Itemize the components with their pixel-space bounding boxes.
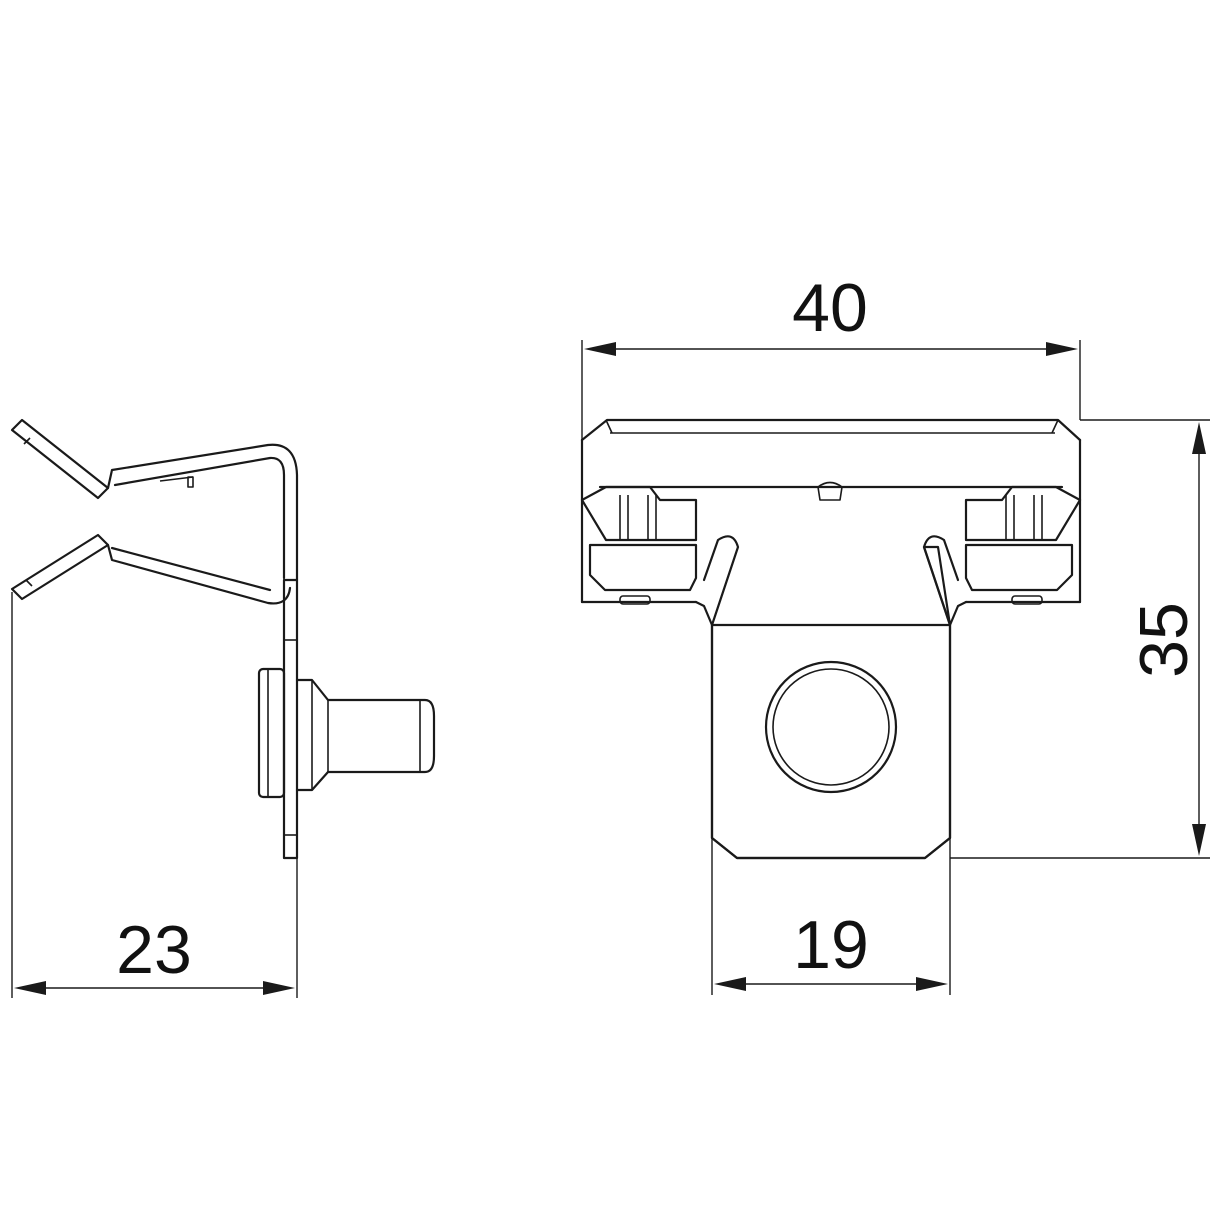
upper-arm: [106, 443, 299, 582]
stud-side: [257, 667, 436, 799]
dimension-front-height-label: 35: [1126, 602, 1202, 678]
front-view: [580, 340, 1210, 995]
dimension-front-width: [581, 340, 1081, 440]
dimension-plate-width: [711, 838, 951, 995]
lower-jaw-tip: [10, 533, 110, 601]
right-clip-block: [964, 485, 1082, 605]
side-view: [10, 418, 436, 998]
upper-jaw-tip: [10, 418, 110, 500]
dimension-side-depth: [11, 592, 298, 998]
back-plate: [282, 578, 299, 860]
lower-arm: [106, 543, 292, 605]
mounting-plate: [710, 545, 952, 860]
dimension-front-width-label: 40: [792, 270, 868, 346]
dimension-side-depth-label: 23: [116, 912, 192, 988]
dimension-front-height: [950, 419, 1210, 859]
left-spring-leg: [694, 535, 740, 627]
left-clip-block: [580, 485, 698, 605]
mounting-hole: [764, 660, 898, 794]
top-bar: [580, 418, 1082, 604]
dimension-plate-width-label: 19: [793, 907, 869, 983]
